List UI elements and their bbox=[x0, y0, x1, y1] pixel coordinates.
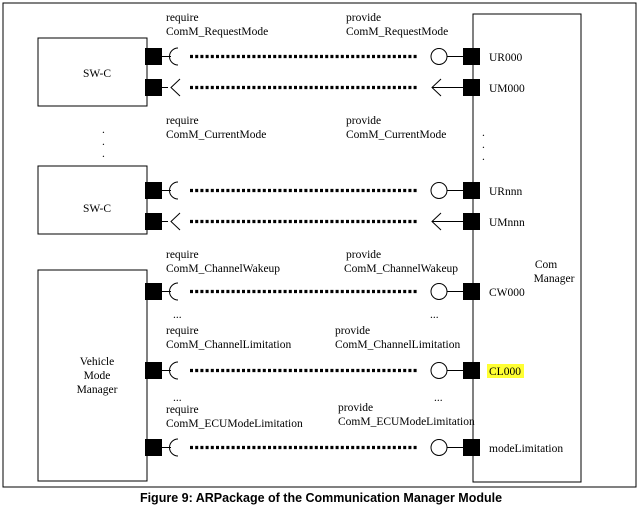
comm-port-urnnn bbox=[463, 182, 480, 199]
sender-arrow-icon bbox=[431, 78, 463, 97]
provide-kw-request: provide bbox=[346, 12, 381, 24]
required-socket-icon bbox=[162, 47, 179, 66]
required-socket-icon bbox=[162, 438, 179, 457]
provide-kw-ecu: provide bbox=[338, 402, 373, 414]
provided-ball-icon bbox=[430, 182, 448, 199]
vmm-label-line3: Manager bbox=[77, 384, 118, 396]
provide-name-limitation: ComM_ChannelLimitation bbox=[335, 339, 460, 351]
ellipsis-dot-left-2: . bbox=[102, 136, 105, 148]
com-manager-label-line2: Manager bbox=[534, 273, 575, 285]
comm-port-umnnn bbox=[463, 213, 480, 230]
ellipsis-left-2: ... bbox=[173, 392, 182, 404]
provide-name-ecu: ComM_ECUModeLimitation bbox=[338, 416, 475, 428]
swc-top-receiver-port bbox=[145, 79, 162, 96]
ellipsis-dot-right-1: . bbox=[482, 127, 485, 139]
port-label-um000: UM000 bbox=[489, 83, 525, 95]
required-socket-icon bbox=[162, 361, 179, 380]
swc-top-require-port-request bbox=[145, 48, 162, 65]
swc-mid-require-port bbox=[145, 182, 162, 199]
swc-mid-receiver-port bbox=[145, 213, 162, 230]
port-label-cl000: CL000 bbox=[489, 366, 521, 378]
swc-mid-label: SW-C bbox=[83, 203, 111, 215]
comm-port-um000 bbox=[463, 79, 480, 96]
require-kw-limitation: require bbox=[166, 325, 199, 337]
com-manager-label-line1: Com bbox=[535, 259, 557, 271]
vmm-label-line1: Vehicle bbox=[80, 356, 114, 368]
require-kw-ecu: require bbox=[166, 404, 199, 416]
receiver-arrow-icon bbox=[162, 78, 181, 97]
vmm-require-port-limitation bbox=[145, 362, 162, 379]
port-label-ur000: UR000 bbox=[489, 52, 522, 64]
port-label-umnnn: UMnnn bbox=[489, 217, 525, 229]
vmm-require-port-wakeup bbox=[145, 283, 162, 300]
require-name-request: ComM_RequestMode bbox=[166, 26, 268, 38]
comm-port-cl000 bbox=[463, 362, 480, 379]
port-label-cw000: CW000 bbox=[489, 287, 525, 299]
provide-kw-wakeup: provide bbox=[346, 249, 381, 261]
provided-ball-icon bbox=[430, 439, 448, 456]
figure-frame bbox=[2, 2, 637, 488]
ellipsis-right-2: ... bbox=[434, 392, 443, 404]
provide-kw-current: provide bbox=[346, 115, 381, 127]
required-socket-icon bbox=[162, 181, 179, 200]
provide-kw-limitation: provide bbox=[335, 325, 370, 337]
ellipsis-dot-right-2: . bbox=[482, 139, 485, 151]
sender-arrow-icon bbox=[431, 212, 463, 231]
ellipsis-dot-right-3: . bbox=[482, 151, 485, 163]
ellipsis-dot-left-3: . bbox=[102, 148, 105, 160]
require-kw-current: require bbox=[166, 115, 199, 127]
port-label-urnnn: URnnn bbox=[489, 186, 522, 198]
swc-top-box bbox=[37, 37, 148, 107]
provided-ball-icon bbox=[430, 48, 448, 65]
figure-caption: Figure 9: ARPackage of the Communication… bbox=[140, 491, 502, 505]
require-name-ecu: ComM_ECUModeLimitation bbox=[166, 418, 303, 430]
provide-name-wakeup: ComM_ChannelWakeup bbox=[344, 263, 458, 275]
provide-name-request: ComM_RequestMode bbox=[346, 26, 448, 38]
comm-port-mode-limitation bbox=[463, 439, 480, 456]
swc-mid-box bbox=[37, 165, 148, 235]
highlight-cl000 bbox=[487, 364, 524, 378]
provide-name-current: ComM_CurrentMode bbox=[346, 129, 446, 141]
receiver-arrow-icon bbox=[162, 212, 181, 231]
comm-port-ur000 bbox=[463, 48, 480, 65]
port-label-mode-limitation: modeLimitation bbox=[489, 443, 563, 455]
require-name-current: ComM_CurrentMode bbox=[166, 129, 266, 141]
ellipsis-dot-left-1: . bbox=[102, 124, 105, 136]
vmm-require-port-ecu bbox=[145, 439, 162, 456]
provided-ball-icon bbox=[430, 283, 448, 300]
swc-top-label: SW-C bbox=[83, 68, 111, 80]
required-socket-icon bbox=[162, 282, 179, 301]
comm-port-cw000 bbox=[463, 283, 480, 300]
require-kw-wakeup: require bbox=[166, 249, 199, 261]
com-manager-box bbox=[472, 13, 582, 483]
vmm-label-line2: Mode bbox=[84, 370, 111, 382]
provided-ball-icon bbox=[430, 362, 448, 379]
vehicle-mode-manager-box bbox=[37, 269, 148, 482]
require-name-wakeup: ComM_ChannelWakeup bbox=[166, 263, 280, 275]
ellipsis-right-1: ... bbox=[430, 309, 439, 321]
require-name-limitation: ComM_ChannelLimitation bbox=[166, 339, 291, 351]
ellipsis-left-1: ... bbox=[173, 309, 182, 321]
require-kw-request: require bbox=[166, 12, 199, 24]
